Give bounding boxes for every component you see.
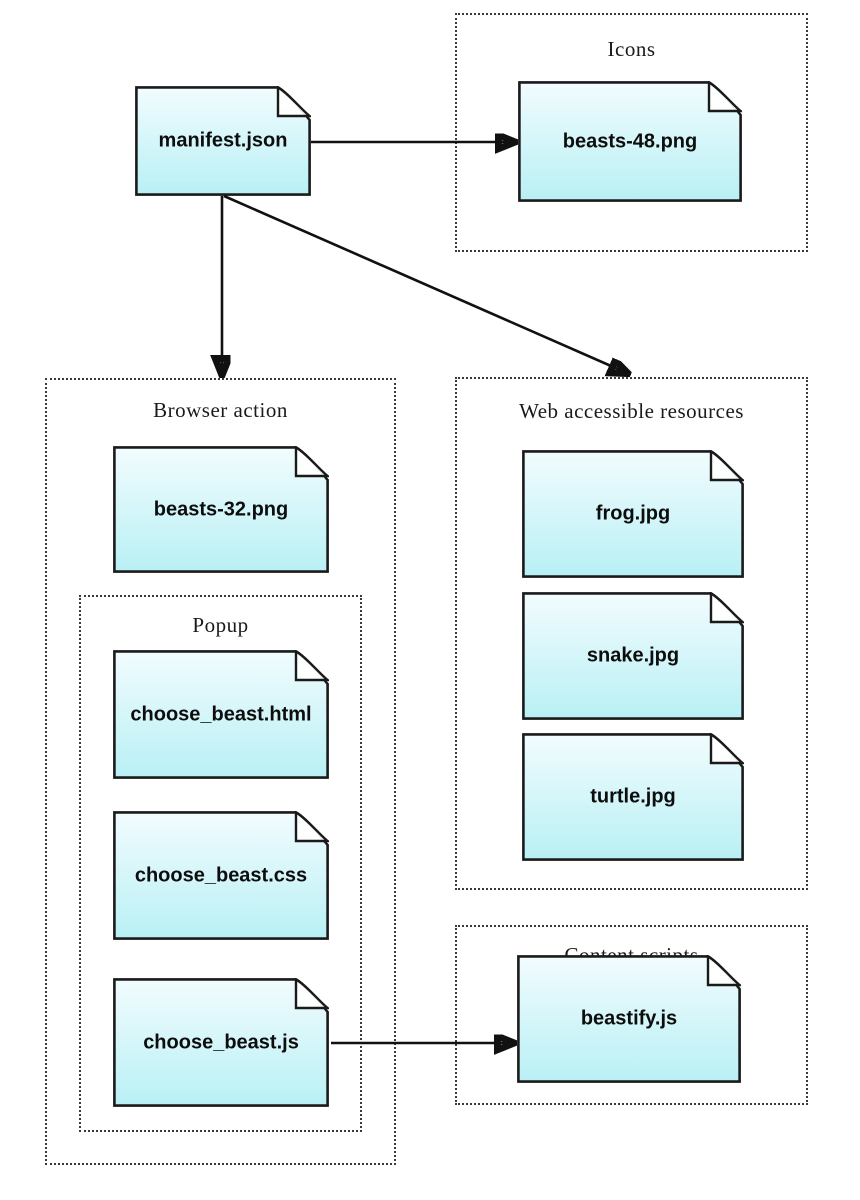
file-node-turtle[interactable]: turtle.jpg: [522, 733, 744, 861]
file-node-manifest[interactable]: manifest.json: [135, 86, 311, 196]
group-browser-action: Browser action: [45, 378, 396, 1165]
file-node-choose-beast-js[interactable]: choose_beast.js: [113, 978, 329, 1107]
file-node-beasts-48[interactable]: beasts-48.png: [518, 81, 742, 202]
group-web-resources: Web accessible resources: [455, 377, 808, 890]
group-icons: Icons: [455, 13, 808, 252]
file-node-choose-beast-css[interactable]: choose_beast.css: [113, 811, 329, 940]
group-label-icons: Icons: [607, 37, 656, 61]
group-label-web-resources: Web accessible resources: [519, 399, 744, 423]
file-node-beasts-32[interactable]: beasts-32.png: [113, 446, 329, 573]
file-node-choose-beast-html[interactable]: choose_beast.html: [113, 650, 329, 779]
file-node-frog[interactable]: frog.jpg: [522, 450, 744, 578]
file-node-snake[interactable]: snake.jpg: [522, 592, 744, 720]
group-label-browser-action: Browser action: [153, 398, 288, 422]
file-node-beastify[interactable]: beastify.js: [517, 955, 741, 1083]
group-label-popup: Popup: [192, 613, 249, 637]
group-popup: Popup: [79, 595, 362, 1132]
